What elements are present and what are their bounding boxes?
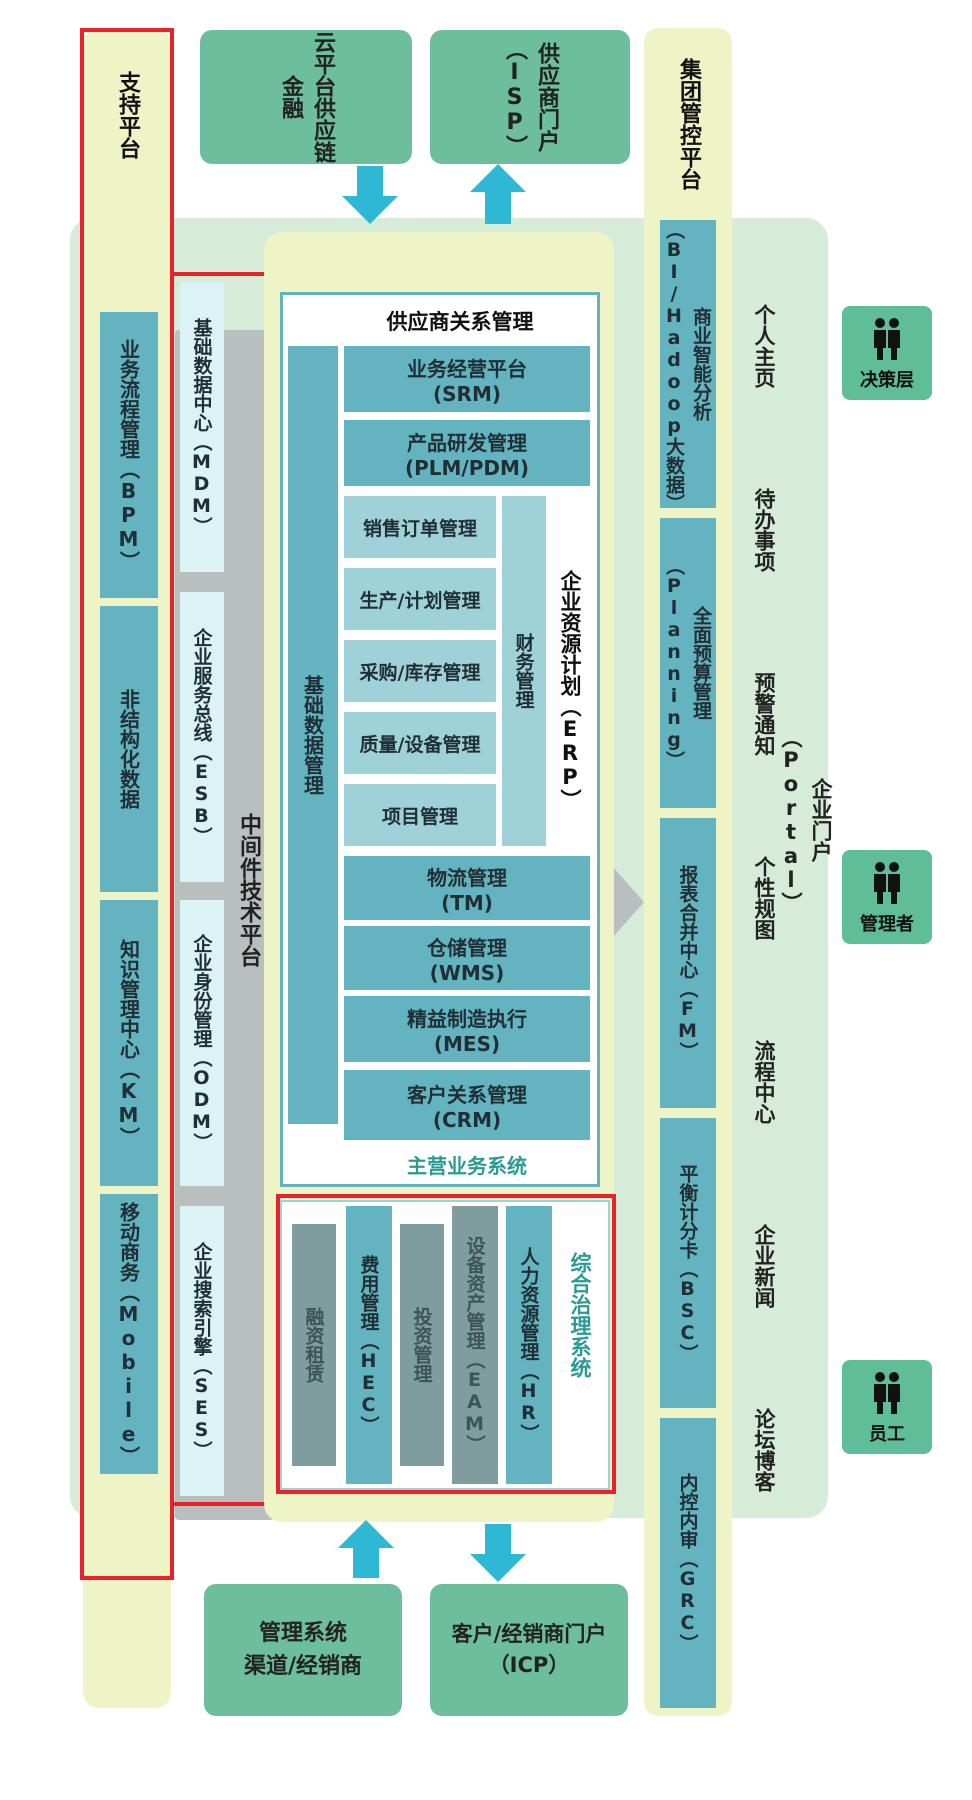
arrow-shaft-up-bottom — [353, 1548, 379, 1578]
group-item-planning: 全面预算管理（Planning） — [660, 518, 716, 808]
plm-box: 产品研发管理 (PLM/PDM) — [344, 420, 590, 486]
arrow-shaft-up-top — [485, 192, 511, 224]
middleware-item-odm: 企业身份管理（ODM） — [180, 900, 224, 1186]
bottom-box-icp: 客户/经销商门户 （ICP） — [430, 1584, 628, 1716]
role-label-employee: 员工 — [869, 1424, 905, 1445]
portal-item-home: 个人主页 — [752, 304, 776, 388]
srm-header: 供应商关系管理 — [386, 310, 534, 334]
governance-label: 综合治理系统 — [568, 1252, 592, 1378]
governance-item-eam: 设备资产管理（EAM） — [452, 1206, 498, 1484]
arrow-shaft-down-bottom — [485, 1524, 511, 1554]
finance-management: 财务管理 — [502, 496, 546, 846]
support-platform-highlight — [80, 28, 174, 1580]
support-platform-title: 支持平台 — [115, 71, 140, 159]
mes-box: 精益制造执行 (MES) — [344, 996, 590, 1062]
role-label-manager: 管理者 — [860, 914, 914, 935]
governance-item-leasing: 融资租赁 — [292, 1224, 336, 1466]
top-box-isp: 供应商门户（ISP） — [430, 30, 630, 164]
portal-title: 企业门户（Portal） — [779, 727, 833, 913]
middleware-item-ses: 企业搜索引擎（SES） — [180, 1206, 224, 1496]
middleware-item-esb: 企业服务总线（ESB） — [180, 592, 224, 882]
group-item-bsc: 平衡计分卡（BSC） — [660, 1118, 716, 1408]
arrow-shaft-down-top — [357, 166, 383, 196]
mes-line2: (MES) — [433, 1031, 501, 1056]
group-item-fm: 报表合并中心（FM） — [660, 818, 716, 1108]
wms-box: 仓储管理 (WMS) — [344, 926, 590, 990]
bottom-channel-line1: 管理系统 — [258, 1621, 347, 1646]
arrow-down-top — [342, 196, 398, 224]
erp-item-project: 项目管理 — [344, 784, 496, 846]
erp-item-purchase: 采购/库存管理 — [344, 640, 496, 702]
portal-item-news: 企业新闻 — [752, 1224, 776, 1308]
tm-line1: 物流管理 — [427, 865, 507, 890]
support-item-unstructured: 非结构化数据 — [100, 606, 158, 892]
people-icon — [874, 862, 900, 904]
erp-item-production: 生产/计划管理 — [344, 568, 496, 630]
governance-highlight — [276, 1194, 616, 1494]
middleware-highlight — [170, 272, 276, 1506]
arrow-up-top — [470, 164, 526, 192]
governance-item-investment: 投资管理 — [400, 1224, 444, 1466]
role-manager: 管理者 — [842, 850, 932, 944]
wms-line2: (WMS) — [429, 960, 505, 985]
tm-line2: (TM) — [441, 890, 493, 915]
crm-line2: (CRM) — [432, 1107, 502, 1132]
bottom-icp-line1: 客户/经销商门户 — [451, 1621, 607, 1646]
portal-item-alert: 预警通知 — [752, 672, 776, 756]
plm-line2: (PLM/PDM) — [404, 455, 530, 480]
erp-label: 企业资源计划（ERP） — [558, 570, 582, 810]
support-item-km: 知识管理中心（KM） — [100, 900, 158, 1186]
arrow-up-bottom — [338, 1520, 394, 1548]
people-icon — [874, 1372, 900, 1414]
governance-item-hr: 人力资源管理（HR） — [506, 1206, 552, 1484]
bottom-box-channel: 管理系统 渠道/经销商 — [204, 1584, 402, 1716]
wms-line1: 仓储管理 — [427, 935, 507, 960]
erp-item-quality: 质量/设备管理 — [344, 712, 496, 774]
middleware-item-mdm: 基础数据中心（MDM） — [180, 282, 224, 572]
tm-box: 物流管理 (TM) — [344, 856, 590, 920]
arrow-down-bottom — [470, 1554, 526, 1582]
main-business-footer: 主营业务系统 — [407, 1153, 527, 1178]
crm-line1: 客户关系管理 — [407, 1082, 527, 1107]
plm-line1: 产品研发管理 — [407, 430, 527, 455]
top-box-supply-chain-finance: 云平台供应链金融 — [200, 30, 412, 164]
crm-box: 客户关系管理 (CRM) — [344, 1070, 590, 1140]
portal-item-workflow: 流程中心 — [752, 1040, 776, 1124]
srm-line1: 业务经营平台 — [407, 356, 527, 381]
role-decision: 决策层 — [842, 306, 932, 400]
portal-item-personal: 个性规图 — [752, 856, 776, 940]
bottom-channel-line2: 渠道/经销商 — [243, 1654, 363, 1679]
middleware-title: 中间件技术平台 — [236, 813, 261, 967]
mes-line1: 精益制造执行 — [407, 1006, 527, 1031]
role-employee: 员工 — [842, 1360, 932, 1454]
bottom-icp-line2: （ICP） — [488, 1653, 570, 1677]
group-item-grc: 内控内审（GRC） — [660, 1418, 716, 1708]
group-control-title: 集团管控平台 — [676, 58, 701, 190]
erp-item-sales: 销售订单管理 — [344, 496, 496, 558]
srm-box: 业务经营平台 (SRM) — [344, 346, 590, 412]
support-item-mobile: 移动商务（Mobile） — [100, 1194, 158, 1474]
people-icon — [874, 318, 900, 360]
base-data-management: 基础数据管理 — [288, 346, 338, 1124]
support-item-bpm: 业务流程管理（BPM） — [100, 312, 158, 598]
portal-item-forum: 论坛博客 — [752, 1408, 776, 1492]
central-right-arrow — [614, 868, 644, 936]
srm-line2: (SRM) — [433, 381, 501, 406]
group-item-bi: 商业智能分析（BI/Hadoop大数据） — [660, 220, 716, 513]
governance-item-hec: 费用管理（HEC） — [346, 1206, 392, 1484]
role-label-decision: 决策层 — [860, 370, 914, 391]
portal-item-todo: 待办事项 — [752, 488, 776, 572]
